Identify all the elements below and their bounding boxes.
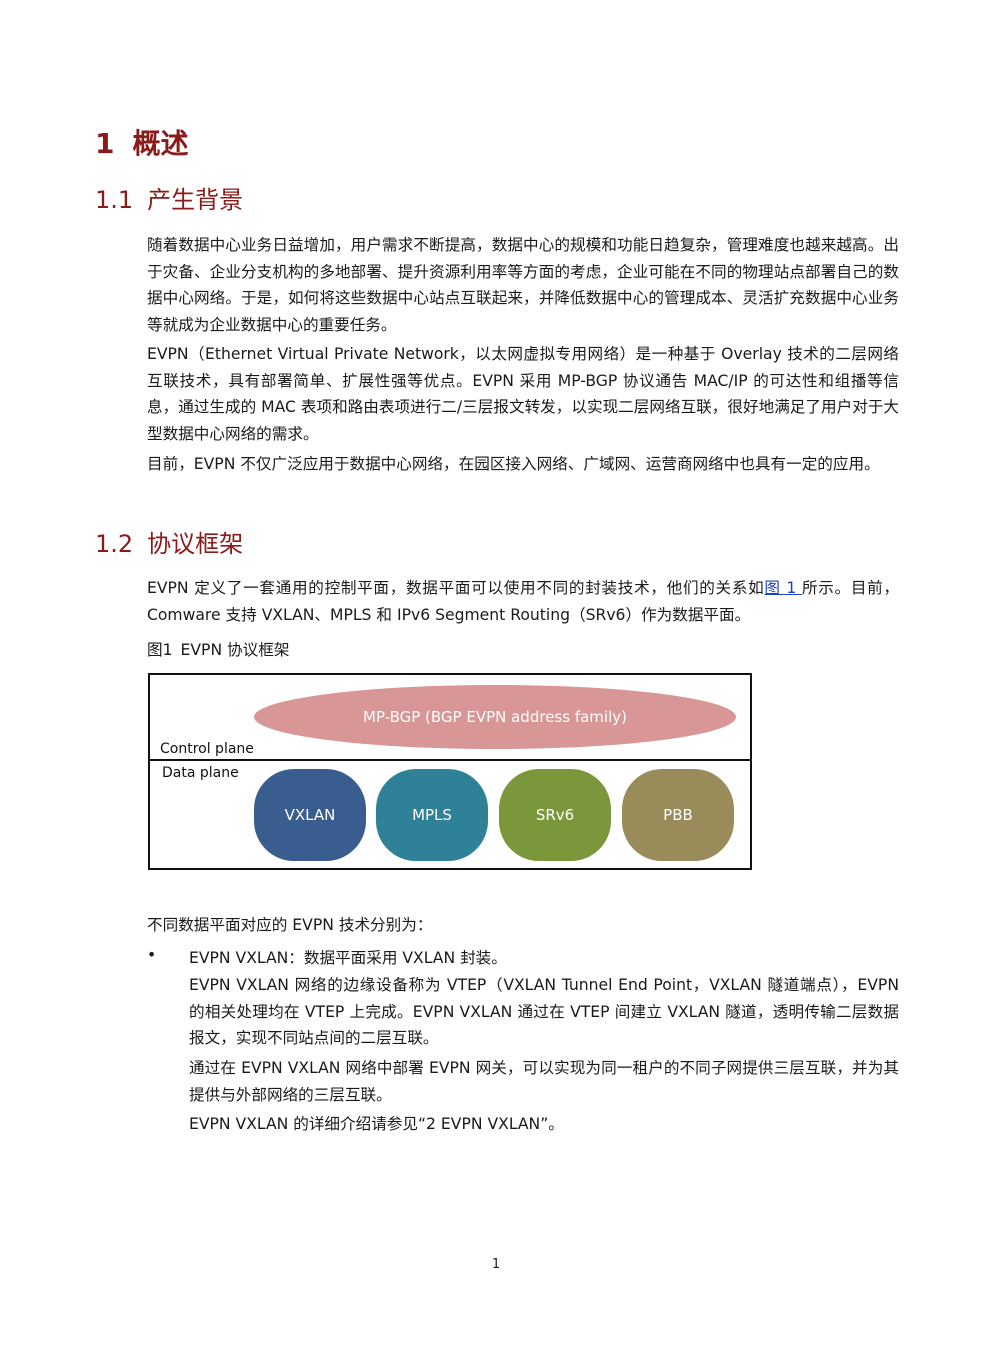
paragraph-data-plane-intro: 不同数据平面对应的 EVPN 技术分别为： [147,916,433,934]
bullet-dot: • [147,946,157,964]
data-plane-label: Data plane [162,765,239,781]
plane-divider [150,759,750,761]
data-plane-mpls: MPLS [376,769,488,861]
paragraph-framework: EVPN 定义了一套通用的控制平面，数据平面可以使用不同的封装技术，他们的关系如… [147,575,899,628]
section-heading-1-2: 1.2 协议框架 [95,524,243,559]
section-number: 1.1 [95,186,134,214]
control-protocol-label: MP-BGP (BGP EVPN address family) [363,708,627,726]
data-plane-label-vxlan: VXLAN [284,806,336,824]
section-title: 协议框架 [147,530,244,558]
data-plane-label-srv6: SRv6 [535,806,575,824]
chapter-title: 概述 [132,127,189,160]
paragraph-background-1: 随着数据中心业务日益增加，用户需求不断提高，数据中心的规模和功能日趋复杂，管理难… [147,236,899,334]
figure-title: EVPN 协议框架 [180,641,290,659]
chapter-heading: 1 概述 [95,122,189,162]
section-heading-1-1: 1.1 产生背景 [95,180,243,215]
data-plane-pbb: PBB [622,769,734,861]
control-protocol-ellipse: MP-BGP (BGP EVPN address family) [254,685,736,749]
data-plane-srv6: SRv6 [499,769,611,861]
paragraph-background-2: EVPN（Ethernet Virtual Private Network，以太… [147,345,899,443]
page-number: 1 [491,1257,501,1272]
data-plane-label-pbb: PBB [663,806,693,824]
framework-text-end: 所示。目前，Comware 支持 VXLAN、MPLS 和 IPv6 Segme… [147,579,899,624]
bullet-text: EVPN VXLAN：数据平面采用 VXLAN 封装。 [189,949,507,967]
chapter-number: 1 [95,127,115,160]
section-title: 产生背景 [147,186,244,214]
paragraph-background-3: 目前，EVPN 不仅广泛应用于数据中心网络，在园区接入网络、广域网、运营商网络中… [147,455,880,473]
data-plane-vxlan: VXLAN [254,769,366,861]
figure-1-link[interactable]: 图 1 [764,579,802,597]
paragraph-reference: EVPN VXLAN 的详细介绍请参见“2 EVPN VXLAN”。 [189,1115,564,1133]
evpn-framework-diagram: MP-BGP (BGP EVPN address family) Control… [148,673,752,870]
figure-number: 图1 [147,641,173,659]
control-plane-label: Control plane [160,741,254,757]
framework-text-start: EVPN 定义了一套通用的控制平面，数据平面可以使用不同的封装技术，他们的关系如 [147,579,765,597]
paragraph-gateway: 通过在 EVPN VXLAN 网络中部署 EVPN 网关，可以实现为同一租户的不… [189,1059,899,1104]
data-plane-label-mpls: MPLS [412,806,452,824]
section-number: 1.2 [95,530,134,558]
figure-caption: 图1 EVPN 协议框架 [147,638,289,660]
paragraph-vtep: EVPN VXLAN 网络的边缘设备称为 VTEP（VXLAN Tunnel E… [189,976,899,1047]
